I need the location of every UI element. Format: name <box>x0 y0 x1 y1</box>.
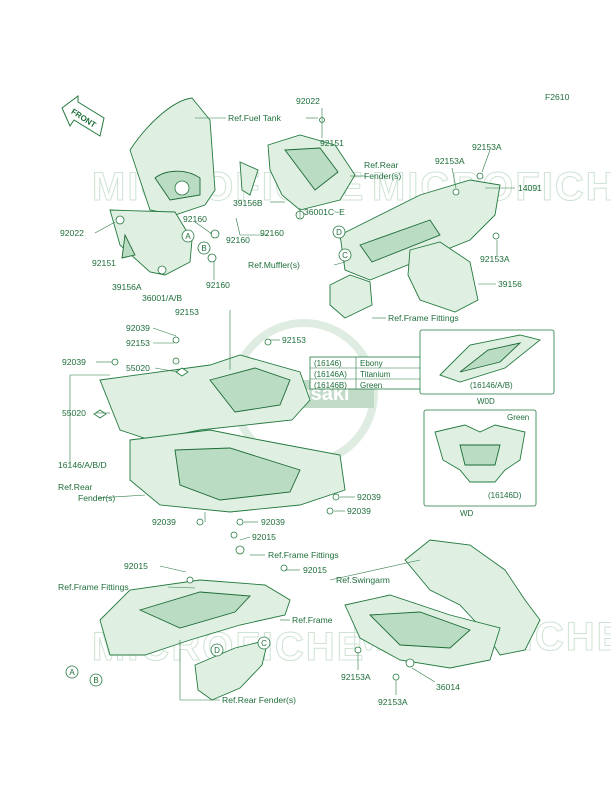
color-table-color-1: Ebony <box>360 359 383 368</box>
label-92015-2: 92015 <box>124 561 148 571</box>
callout-b-2: B <box>89 673 103 687</box>
callout-d-2: D <box>210 643 224 657</box>
label-39156b: 39156B <box>233 198 263 208</box>
label-36014: 36014 <box>436 682 460 692</box>
wd-label: WD <box>460 509 474 518</box>
label-ref-rear-fender-top-1: Ref.Rear <box>364 160 399 170</box>
label-36001ab: 36001/A/B <box>142 293 182 303</box>
label-92160-3: 92160 <box>260 228 284 238</box>
label-ref-frame-fittings-3: Ref.Frame Fittings <box>58 582 129 592</box>
label-92022-left: 92022 <box>60 228 84 238</box>
label-92151-left: 92151 <box>92 258 116 268</box>
label-ref-rear-fender-mid-1: Ref.Rear <box>58 482 93 492</box>
label-92153a-4: 92153A <box>341 672 371 682</box>
color-table-color-2: Titanium <box>360 370 391 379</box>
label-92151-top: 92151 <box>320 138 344 148</box>
label-55020-2: 55020 <box>62 408 86 418</box>
label-92160-2: 92160 <box>226 235 250 245</box>
svg-text:D: D <box>214 646 220 655</box>
label-39156a: 39156A <box>112 282 142 292</box>
callout-d-1: D <box>332 225 346 239</box>
label-ref-frame-fittings-2: Ref.Frame Fittings <box>268 550 339 560</box>
svg-text:C: C <box>261 639 267 648</box>
label-36001ce: 36001C~E <box>304 207 345 217</box>
variant-box-wd: Green (16146D) WD <box>423 409 537 518</box>
label-39156: 39156 <box>498 279 522 289</box>
label-92039-1: 92039 <box>126 323 150 333</box>
label-92022-top: 92022 <box>296 96 320 106</box>
label-92160-1: 92160 <box>183 214 207 224</box>
callout-a-1: A <box>181 229 195 243</box>
color-table-code-1: (16146) <box>314 359 342 368</box>
label-92160-4: 92160 <box>206 280 230 290</box>
callout-c-2: C <box>257 636 271 650</box>
label-ref-swingarm: Ref.Swingarm <box>336 575 390 585</box>
label-ref-rear-fender-bottom: Ref.Rear Fender(s) <box>222 695 296 705</box>
leader-lines <box>69 108 515 701</box>
figure-id: F2610 <box>545 92 570 102</box>
svg-text:B: B <box>201 244 206 253</box>
label-92039-6: 92039 <box>261 517 285 527</box>
label-ref-rear-fender-top-2: Fender(s) <box>364 171 401 181</box>
svg-text:D: D <box>336 228 342 237</box>
label-ref-frame-fittings-1: Ref.Frame Fittings <box>388 313 459 323</box>
color-table-color-3: Green <box>360 381 382 390</box>
wd-color-label: Green <box>507 413 529 422</box>
label-92153a-1: 92153A <box>435 156 465 166</box>
color-table-code-3: (16146B) <box>314 381 347 390</box>
label-ref-frame: Ref.Frame <box>292 615 333 625</box>
svg-text:A: A <box>69 668 75 677</box>
label-ref-rear-fender-mid-2: Fender(s) <box>78 493 115 503</box>
swingarm-hugger-assembly <box>344 539 541 681</box>
label-92039-4: 92039 <box>347 506 371 516</box>
label-92039-2: 92039 <box>62 357 86 367</box>
label-92153-2: 92153 <box>126 338 150 348</box>
callout-a-2: A <box>65 665 79 679</box>
label-92015-1: 92015 <box>252 532 276 542</box>
label-ref-muffler: Ref.Muffler(s) <box>248 260 300 270</box>
side-cover-upper <box>239 117 356 220</box>
variant-box-w0d: (16146/A/B) W0D <box>419 329 555 406</box>
callout-b-1: B <box>197 241 211 255</box>
label-92153-3: 92153 <box>282 335 306 345</box>
label-92153-1: 92153 <box>175 307 199 317</box>
label-55020-1: 55020 <box>126 363 150 373</box>
wd-part-label: (16146D) <box>488 491 522 500</box>
label-92153a-3: 92153A <box>480 254 510 264</box>
rear-fender-upper-assembly <box>329 172 501 319</box>
color-variant-table: (16146) Ebony (16146A) Titanium (16146B)… <box>309 356 423 390</box>
label-92039-3: 92039 <box>357 492 381 502</box>
w0d-label: W0D <box>477 397 495 406</box>
svg-text:A: A <box>185 232 191 241</box>
label-14091: 14091 <box>518 183 542 193</box>
label-92153a-5: 92153A <box>378 697 408 707</box>
label-92153a-2: 92153A <box>472 142 502 152</box>
seat-cover-assembly <box>93 336 346 526</box>
front-arrow-icon: FRONT <box>61 95 105 137</box>
label-92015-3: 92015 <box>303 565 327 575</box>
svg-text:B: B <box>93 676 98 685</box>
w0d-part-label: (16146/A/B) <box>470 381 513 390</box>
label-ref-fuel-tank: Ref.Fuel Tank <box>228 113 282 123</box>
upper-cowl-assembly <box>109 97 220 276</box>
color-table-code-2: (16146A) <box>314 370 347 379</box>
label-16146abd: 16146/A/B/D <box>58 460 107 470</box>
callout-c-1: C <box>338 248 352 262</box>
undertail-assembly <box>99 531 291 701</box>
svg-text:C: C <box>342 251 348 260</box>
label-92039-5: 92039 <box>152 517 176 527</box>
